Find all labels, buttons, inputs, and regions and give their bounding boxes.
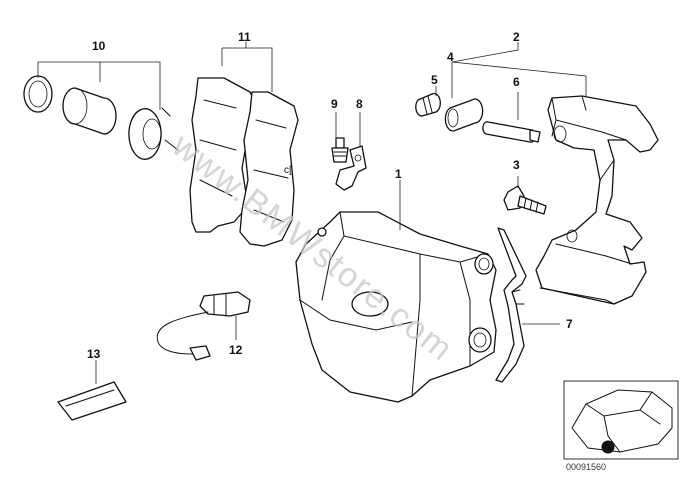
piston	[62, 87, 117, 135]
part-11-brake-pads: c[	[189, 77, 299, 247]
vehicle-inset: 00091560	[563, 380, 679, 472]
callout-7: 7	[566, 317, 573, 331]
part-7-spring	[495, 227, 527, 383]
part-13-grease-packet	[57, 381, 127, 421]
callout-5: 5	[431, 73, 438, 87]
part-3-bolt	[503, 185, 547, 215]
svg-text:c[: c[	[284, 165, 292, 176]
part-1-caliper-housing	[295, 211, 497, 403]
callouts: 10 11 2 4 5 6 9 8 3 1 7 12 13	[87, 30, 573, 361]
location-marker	[601, 440, 615, 454]
callout-10: 10	[92, 39, 106, 53]
inset-code: 00091560	[566, 462, 606, 472]
callout-4: 4	[447, 50, 454, 64]
leader-lines	[37, 42, 587, 384]
part-5-bushing	[415, 92, 441, 117]
part-2-caliper-bracket	[535, 95, 659, 305]
part-8-clip	[335, 145, 367, 191]
callout-2: 2	[513, 30, 520, 44]
part-4-sleeve	[444, 98, 484, 132]
callout-6: 6	[513, 75, 520, 89]
inset-frame	[563, 380, 679, 460]
callout-13: 13	[87, 347, 101, 361]
part-12-wear-sensor	[156, 291, 251, 361]
part-10-piston-group	[23, 75, 179, 160]
callout-3: 3	[513, 158, 520, 172]
dust-boot	[128, 108, 162, 160]
callout-12: 12	[229, 343, 243, 357]
callout-1: 1	[395, 167, 402, 181]
brake-pad-right	[239, 91, 299, 247]
callout-8: 8	[356, 97, 363, 111]
part-6-guide-pin	[482, 121, 541, 143]
callout-11: 11	[238, 30, 251, 44]
part-9-bleeder	[331, 137, 349, 163]
callout-9: 9	[331, 97, 338, 111]
